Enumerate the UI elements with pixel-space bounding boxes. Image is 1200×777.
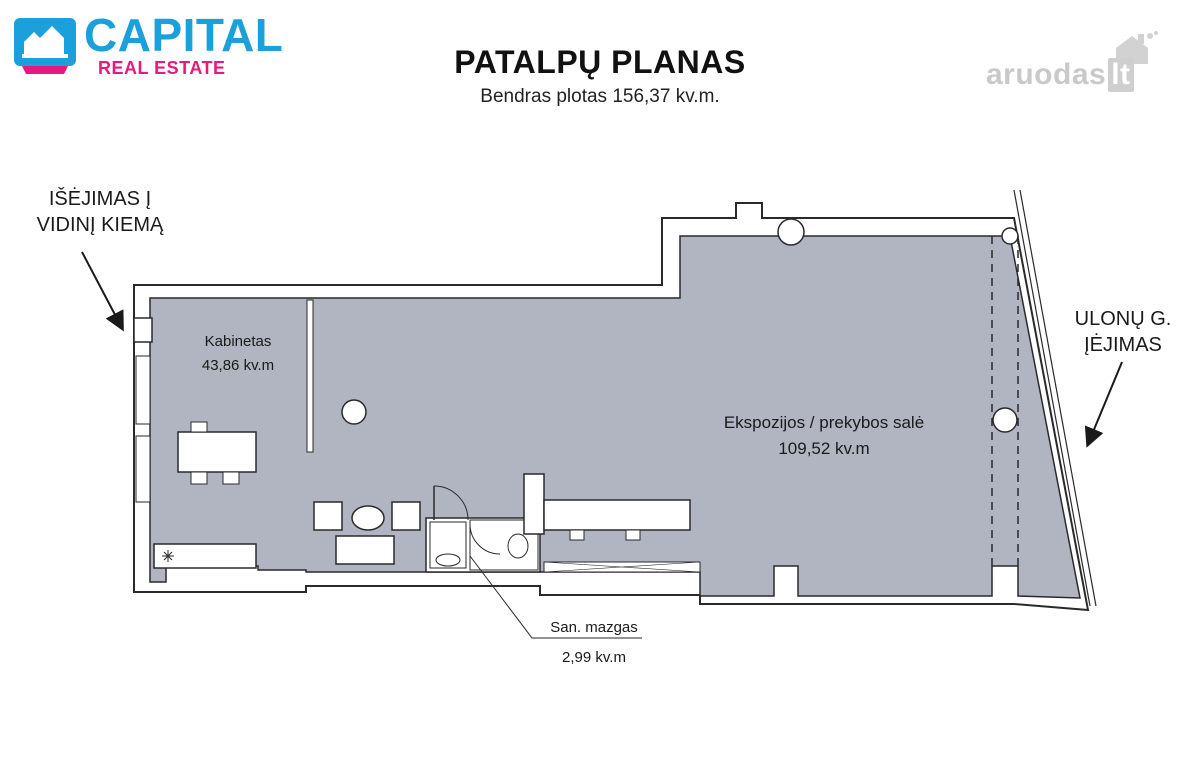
toilet bbox=[507, 533, 529, 559]
armchair bbox=[313, 501, 343, 531]
street-entrance-label: ULONŲ G. ĮĖJIMAS bbox=[1048, 306, 1198, 358]
door-swing bbox=[469, 523, 501, 555]
counter-chair bbox=[569, 529, 585, 541]
house-logo-icon bbox=[14, 18, 76, 74]
counter-chair bbox=[625, 529, 641, 541]
shelving-hatch bbox=[543, 561, 701, 573]
watermark-tld: lt bbox=[1108, 58, 1134, 92]
left-window bbox=[135, 435, 151, 503]
sofa bbox=[335, 535, 395, 565]
office-area: 43,86 kv.m bbox=[202, 357, 274, 374]
street-entrance-line2: ĮĖJIMAS bbox=[1084, 334, 1162, 356]
office-table bbox=[177, 431, 257, 473]
column bbox=[341, 399, 367, 425]
total-area: Bendras plotas 156,37 kv.m. bbox=[480, 86, 720, 107]
company-logo: CAPITAL REAL ESTATE bbox=[14, 9, 284, 78]
chair bbox=[190, 471, 208, 485]
chair bbox=[190, 421, 208, 433]
courtyard-exit-line1: IŠĖJIMAS Į bbox=[48, 188, 152, 210]
courtyard-exit-label: IŠĖJIMAS Į VIDINĮ KIEMĄ bbox=[10, 186, 190, 238]
street-entrance-line1: ULONŲ G. bbox=[1074, 308, 1172, 330]
hall-area: 109,52 kv.m bbox=[778, 439, 869, 458]
courtyard-exit-line2: VIDINĮ KIEMĄ bbox=[36, 214, 164, 236]
hall-name: Ekspozijos / prekybos salė bbox=[724, 413, 924, 432]
column bbox=[777, 218, 805, 246]
wc-leader-line bbox=[469, 555, 642, 639]
counter bbox=[523, 473, 545, 535]
company-tagline: REAL ESTATE bbox=[98, 58, 226, 78]
office-name: Kabinetas bbox=[205, 333, 272, 350]
left-window bbox=[135, 355, 151, 425]
wc-area: 2,99 kv.m bbox=[562, 649, 626, 666]
coffee-table bbox=[351, 505, 385, 531]
sink bbox=[435, 553, 461, 567]
counter bbox=[543, 499, 691, 531]
courtyard-door bbox=[133, 317, 153, 343]
courtyard-exit-arrow bbox=[81, 251, 124, 332]
chair bbox=[222, 471, 240, 485]
armchair bbox=[391, 501, 421, 531]
door-swing bbox=[433, 485, 469, 521]
watermark-name: aruodas bbox=[986, 58, 1107, 91]
company-name: CAPITAL bbox=[84, 9, 284, 61]
watermark-house-icon bbox=[1116, 31, 1158, 64]
facade-glazing bbox=[1019, 189, 1097, 607]
page-title: PATALPŲ PLANAS bbox=[454, 44, 746, 80]
partition-wall bbox=[306, 299, 314, 453]
wc-name: San. mazgas bbox=[550, 619, 638, 636]
column bbox=[1001, 227, 1019, 245]
plant-icon bbox=[162, 550, 174, 562]
street-entrance-arrow bbox=[1084, 361, 1123, 448]
column bbox=[992, 407, 1018, 433]
facade-glazing bbox=[1013, 189, 1091, 607]
